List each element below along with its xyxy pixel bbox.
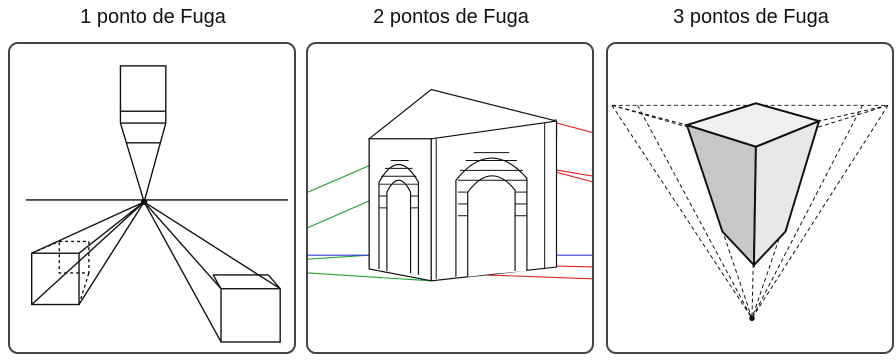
panel-title-2-vanishing-points: 2 pontos de Fuga xyxy=(373,6,529,28)
bottom-vanishing-point xyxy=(749,315,755,322)
right-box xyxy=(143,201,281,343)
three-point-perspective-drawing xyxy=(611,102,889,322)
two-point-perspective-panel xyxy=(306,42,594,354)
three-point-perspective-panel xyxy=(606,42,894,354)
one-point-perspective-drawing xyxy=(25,65,289,343)
panel-title-3-vanishing-points: 3 pontos de Fuga xyxy=(673,6,829,28)
left-box xyxy=(31,201,145,306)
panel-title-1-vanishing-point: 1 ponto de Fuga xyxy=(80,6,226,28)
top-box xyxy=(119,65,167,112)
arch-openings xyxy=(378,157,528,277)
inverted-prism xyxy=(683,102,823,268)
arch-hatching xyxy=(379,152,527,217)
two-point-perspective-drawing xyxy=(308,88,592,282)
one-point-perspective-panel xyxy=(8,42,296,354)
pillar-edges xyxy=(368,123,546,279)
